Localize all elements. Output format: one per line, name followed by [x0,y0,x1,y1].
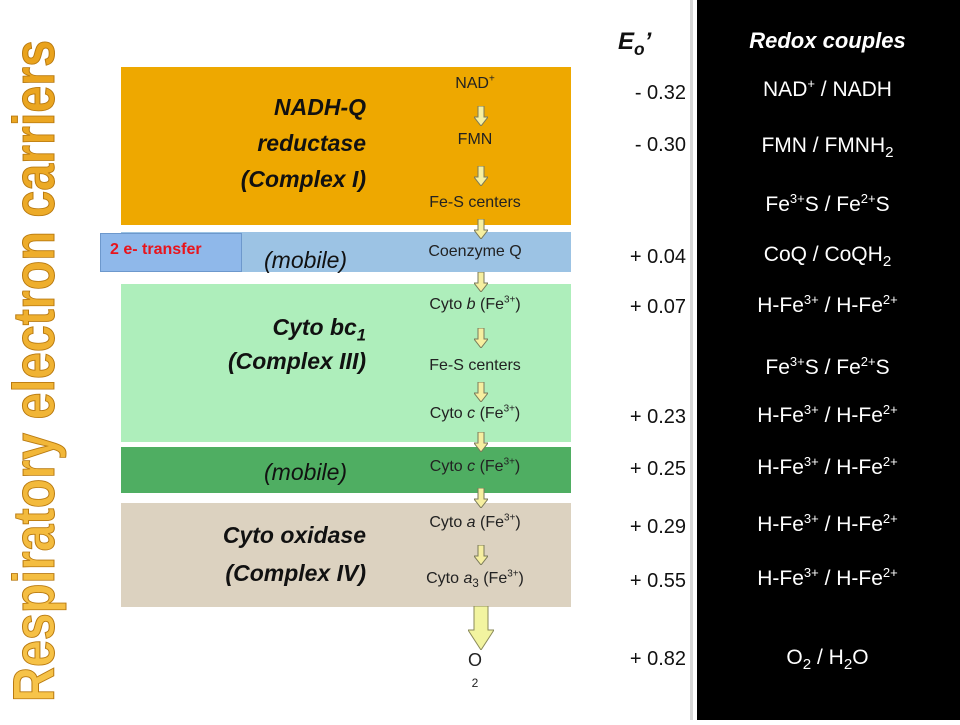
carrier-nad: NAD+ [455,73,495,92]
couple-cyto-a3: H-Fe3+ / H-Fe2+ [757,565,898,590]
potential-cyto-a3: + 0.55 [629,570,686,592]
vertical-title-text: Respiratory electron carriers [2,40,67,702]
electron-transfer-badge [100,233,242,272]
potential-o2: + 0.82 [629,648,686,670]
eo-header: Eo’ [618,28,652,59]
complex-i-label: NADH-Q reductase (Complex I) [150,92,366,194]
mobile-c-block [121,447,571,493]
couple-coq: CoQ / CoQH2 [763,243,892,271]
carrier-cyto-a3: Cyto a3 (Fe3+) [426,568,524,591]
complex-iii-name: Cyto bc1 [272,314,366,345]
arrow-down-large-icon [468,606,494,650]
potential-cyto-b: + 0.07 [629,296,686,318]
carrier-fes-1: Fe-S centers [429,194,521,211]
arrow-down-icon [474,272,488,292]
carrier-cyto-c1: Cyto c (Fe3+) [429,403,521,422]
arrow-down-icon [474,166,488,186]
complex-i-block [121,67,571,225]
potential-cyto-c1: + 0.23 [629,406,686,428]
carrier-cyto-b: Cyto b (Fe3+) [429,294,521,313]
complex-i-number: (Complex I) [240,166,366,192]
complex-i-name: NADH-Q [274,94,366,120]
carrier-cyto-a: Cyto a (Fe3+) [429,512,521,531]
complex-iii-block [121,284,571,442]
couple-fes-1: Fe3+S / Fe2+S [765,191,890,216]
carrier-coq: Coenzyme Q [428,243,522,260]
complex-i-subname: reductase [257,130,366,156]
couple-fes-2: Fe3+S / Fe2+S [765,354,890,379]
complex-iv-label: Cyto oxidase (Complex IV) [150,520,366,588]
arrow-down-icon [474,382,488,402]
panel-divider [690,0,693,720]
complex-iv-name: Cyto oxidase [222,522,366,548]
couple-cyto-b: H-Fe3+ / H-Fe2+ [757,292,898,317]
arrow-down-icon [474,219,488,239]
potential-coq: + 0.04 [629,246,686,268]
couple-o2: O2 / H2O [786,646,869,674]
arrow-down-icon [474,488,488,508]
couple-cyto-a: H-Fe3+ / H-Fe2+ [757,511,898,536]
potential-nad: - 0.32 [634,82,686,104]
arrow-down-icon [474,328,488,348]
redox-header: Redox couples [749,28,906,53]
mobile-c-label: (mobile) [264,459,348,485]
couple-cyto-c: H-Fe3+ / H-Fe2+ [757,454,898,479]
complex-iii-label: Cyto bc1 (Complex III) [150,312,366,376]
couple-cyto-c1: H-Fe3+ / H-Fe2+ [757,402,898,427]
arrow-down-icon [474,545,488,565]
complex-iii-number: (Complex III) [227,348,366,374]
vertical-title: Respiratory electron carriers [0,0,76,720]
arrow-down-icon [474,106,488,126]
complex-iv-number: (Complex IV) [225,560,366,586]
potential-cyto-c: + 0.25 [629,458,686,480]
couple-fmn: FMN / FMNH2 [761,134,894,162]
couple-nad: NAD+ / NADH [763,76,892,101]
carrier-fmn: FMN [457,131,493,148]
mobile-q-label: (mobile) [264,247,348,273]
potential-fmn: - 0.30 [634,134,686,156]
arrow-down-icon [474,432,488,452]
potential-cyto-a: + 0.29 [629,516,686,538]
electron-transfer-label: 2 e- transfer [110,241,202,258]
carrier-cyto-c: Cyto c (Fe3+) [429,456,521,475]
carrier-fes-2: Fe-S centers [429,357,521,374]
complex-iv-block [121,503,571,607]
redox-panel [697,0,960,720]
